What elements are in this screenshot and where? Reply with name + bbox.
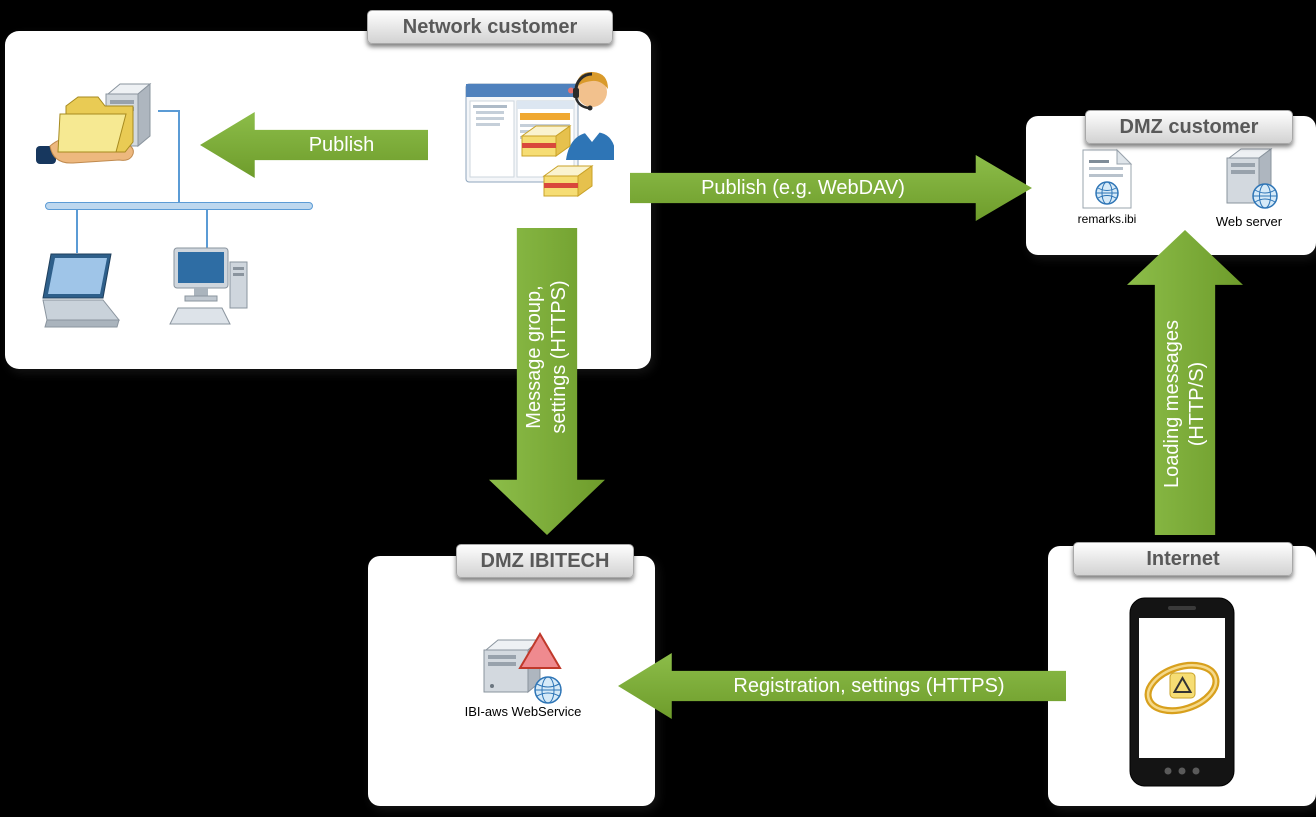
dmz-ibitech-badge: DMZ IBITECH <box>456 544 634 578</box>
internet-badge: Internet <box>1073 542 1293 576</box>
publish-arrow-label: Publish <box>308 133 375 156</box>
person-headset-icon <box>566 71 616 160</box>
desktop-pc-icon <box>168 244 258 343</box>
network-bus <box>45 202 313 210</box>
loading-messages-line2: (HTTP/S) <box>1186 361 1208 447</box>
message-package-icon <box>520 125 572 157</box>
publish-webdav-arrow-label: Publish (e.g. WebDAV) <box>701 176 905 199</box>
publish-webdav-arrow: Publish (e.g. WebDAV) <box>630 155 1032 221</box>
registration-arrow: Registration, settings (HTTPS) <box>618 653 1066 719</box>
dmz-customer-badge: DMZ customer <box>1085 110 1293 144</box>
webservice-label: IBI-aws WebService <box>464 704 582 719</box>
operator-icon <box>462 64 616 221</box>
web-server-icon <box>1219 146 1279 215</box>
remarks-file-icon <box>1079 148 1135 215</box>
network-line-desktop-drop <box>206 209 208 249</box>
loading-messages-line1: Loading messages <box>1161 320 1183 488</box>
message-group-arrow-label: Message group, settings (HTTPS) <box>522 280 572 433</box>
registration-arrow-label: Registration, settings (HTTPS) <box>733 674 1005 697</box>
laptop-icon <box>33 248 121 343</box>
web-server-label: Web server <box>1215 214 1283 229</box>
shared-folder-icon <box>36 94 140 189</box>
network-customer-badge: Network customer <box>367 10 613 44</box>
network-line-server-drop <box>178 110 180 204</box>
message-package-icon <box>542 165 594 197</box>
webservice-server-icon <box>478 632 568 713</box>
network-line-laptop-drop <box>76 209 78 253</box>
smartphone-icon <box>1128 596 1236 793</box>
message-group-line1: Message group, <box>523 285 545 429</box>
remarks-file-label: remarks.ibi <box>1077 212 1137 226</box>
loading-messages-arrow-label: Loading messages (HTTP/S) <box>1160 320 1210 488</box>
warning-triangle-icon <box>518 632 562 669</box>
message-group-line2: settings (HTTPS) <box>548 280 570 434</box>
network-line-horizontal <box>158 110 180 112</box>
ring-logo-icon <box>1144 661 1220 715</box>
